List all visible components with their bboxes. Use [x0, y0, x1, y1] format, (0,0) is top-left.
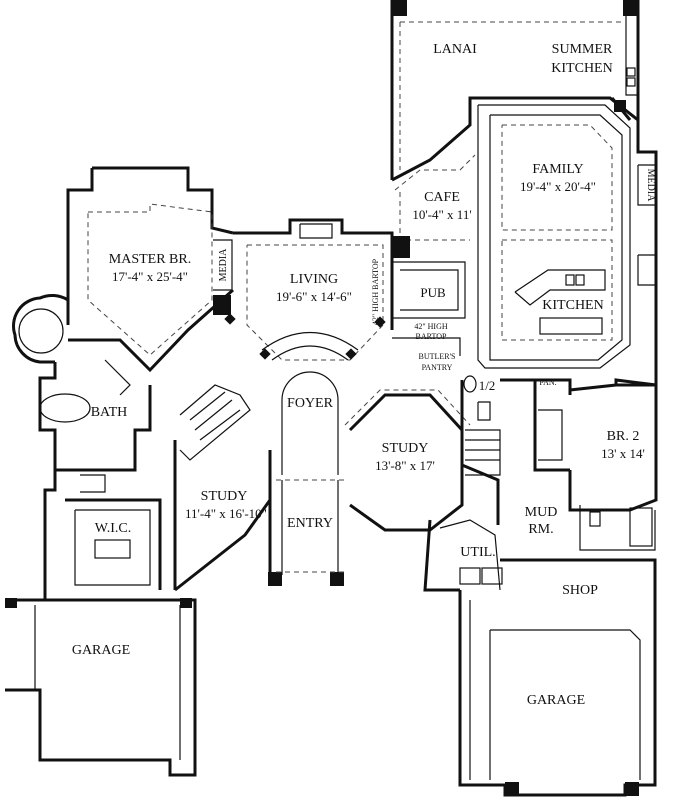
living-room — [233, 218, 394, 361]
label-family: FAMILY — [532, 162, 583, 177]
label-pan: PAN. — [539, 378, 556, 387]
label-wic: W.I.C. — [95, 521, 131, 536]
label-garage-left: GARAGE — [72, 643, 130, 658]
bedroom-2 — [538, 378, 658, 551]
label-half-bath: 1/2 — [479, 378, 496, 393]
foyer-entry — [276, 371, 345, 575]
label-br2: BR. 2 — [607, 429, 640, 444]
label-garage-right: GARAGE — [527, 693, 585, 708]
label-bartop-vertical: 42" HIGH BARTOP — [371, 258, 380, 325]
label-butlers-2: PANTRY — [422, 363, 453, 372]
label-living: LIVING — [290, 272, 338, 287]
label-bartop-1: 42" HIGH — [414, 322, 447, 331]
label-bartop-2: BARTOP — [416, 332, 447, 341]
label-media-left: MEDIA — [218, 248, 229, 282]
label-pub: PUB — [420, 285, 446, 300]
center-study — [344, 389, 471, 532]
label-master-size: 17'-4" x 25'-4" — [112, 269, 188, 284]
service-area — [423, 375, 572, 592]
family-kitchen-area — [391, 96, 658, 387]
column-post — [345, 348, 357, 360]
garage-right — [458, 558, 657, 797]
label-br2-size: 13' x 14' — [601, 446, 645, 461]
label-butlers-1: BUTLER'S — [419, 352, 456, 361]
label-util: UTIL. — [460, 545, 495, 560]
lanai-area — [390, 0, 640, 180]
label-cafe: CAFE — [424, 190, 460, 205]
master-bath-area — [12, 288, 234, 600]
master-bedroom — [66, 166, 234, 356]
label-entry: ENTRY — [287, 516, 333, 531]
label-study-center-size: 13'-8" x 17' — [375, 458, 435, 473]
label-study-left: STUDY — [201, 489, 248, 504]
label-cafe-size: 10'-4" x 11' — [412, 207, 471, 222]
label-study-center: STUDY — [382, 441, 429, 456]
label-foyer: FOYER — [287, 396, 334, 411]
label-study-left-size: 11'-4" x 16'-10" — [185, 506, 267, 521]
column-post — [374, 316, 386, 328]
label-living-size: 19'-6" x 14'-6" — [276, 289, 352, 304]
label-master: MASTER BR. — [109, 252, 191, 267]
label-summer-kitchen-1: SUMMER — [552, 42, 613, 57]
column-post — [259, 348, 271, 360]
pub-area — [392, 261, 466, 356]
garage-left — [5, 598, 197, 777]
label-mud-2: RM. — [528, 522, 553, 537]
label-media-right: MEDIA — [645, 169, 656, 203]
label-shop: SHOP — [562, 583, 598, 598]
label-bath: BATH — [91, 405, 128, 420]
left-study — [173, 384, 344, 592]
label-family-size: 19'-4" x 20'-4" — [520, 179, 596, 194]
label-kitchen: KITCHEN — [542, 298, 603, 313]
label-lanai: LANAI — [433, 42, 477, 57]
label-summer-kitchen-2: KITCHEN — [551, 61, 612, 76]
column-post — [224, 313, 236, 325]
label-mud-1: MUD — [525, 505, 558, 520]
